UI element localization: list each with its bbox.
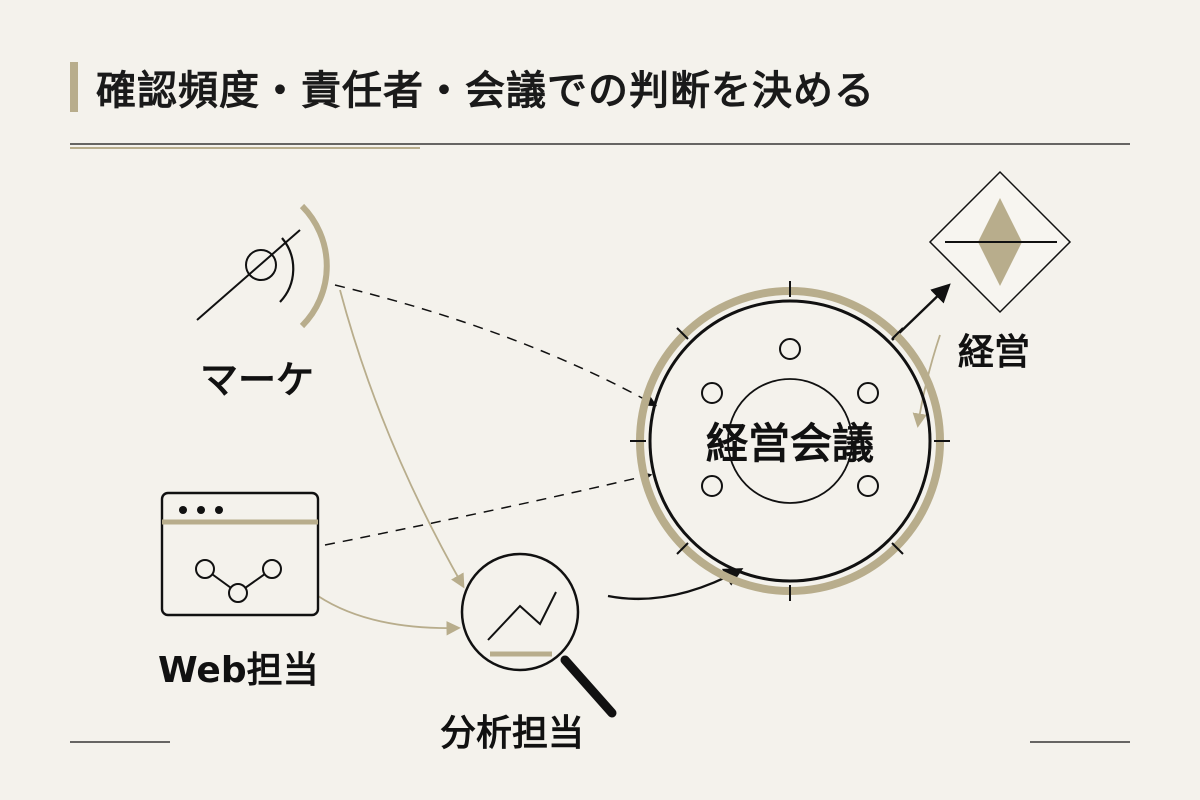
diamond-compass-icon [928, 170, 1072, 314]
web-node: Web担当 [158, 491, 320, 691]
signal-antenna-icon [196, 203, 330, 329]
page-title: 確認頻度・責任者・会議での判断を決める [96, 67, 875, 114]
round-table-icon [630, 281, 950, 601]
analytics-label: 分析担当 [440, 713, 584, 754]
connector-marketing-to-analytics [339, 289, 465, 589]
connector-web-to-analytics [317, 595, 461, 636]
browser-chart-icon [160, 491, 320, 617]
title-accent-bar [70, 62, 78, 112]
management-label: 経営 [958, 332, 1030, 373]
header-divider [70, 143, 1130, 149]
connector-marketing-to-meeting [334, 284, 658, 407]
management-node: 経営 [928, 170, 1072, 373]
marketing-label: マーケ [200, 358, 314, 402]
connector-web-to-meeting [324, 471, 653, 546]
analytics-node: 分析担当 [440, 552, 617, 754]
web-label: Web担当 [158, 650, 319, 691]
meeting-node: 経営会議 [630, 281, 950, 601]
meeting-label: 経営会議 [706, 419, 874, 468]
marketing-node: マーケ [196, 203, 330, 402]
magnifier-chart-icon [460, 552, 617, 718]
